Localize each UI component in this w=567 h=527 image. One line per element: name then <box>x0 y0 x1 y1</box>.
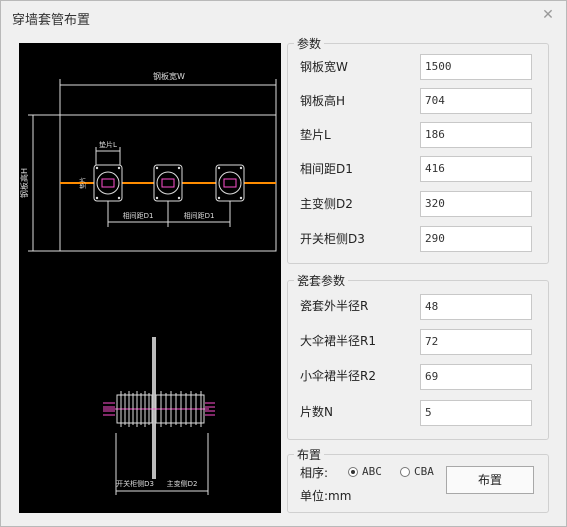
radio-cba[interactable]: CBA <box>400 465 434 478</box>
width-dim-label: 钢板宽W <box>153 71 185 81</box>
layout-legend: 布置 <box>294 446 325 463</box>
window-title: 穿墙套管布置 <box>12 13 91 28</box>
height-dim-label: 钢板高H <box>19 168 29 198</box>
phase-order-label: 相序: <box>300 466 329 480</box>
width-label: 钢板宽W <box>300 60 348 74</box>
layout-group: 布置 相序: ABC CBA 单位:mm 布置 <box>287 446 549 513</box>
phase-spacing-label: 相间距D1 <box>300 162 353 176</box>
radio-abc-label: ABC <box>362 465 382 478</box>
radio-abc[interactable]: ABC <box>348 465 382 478</box>
params-legend: 参数 <box>294 35 325 52</box>
shim-side-label: 垫片 <box>79 177 87 189</box>
switchgear-side-input[interactable]: 290 <box>420 226 532 252</box>
outer-radius-input[interactable]: 48 <box>420 294 532 320</box>
big-shed-radius-input[interactable]: 72 <box>420 329 532 355</box>
bushing-flange-a <box>93 164 123 202</box>
d3-dim-label: 开关柜侧D3 <box>116 479 154 488</box>
radio-cba-label: CBA <box>414 465 434 478</box>
transformer-side-input[interactable]: 320 <box>420 191 532 217</box>
porcelain-legend: 瓷套参数 <box>294 272 349 289</box>
d2-dim-label: 主变侧D2 <box>167 479 198 488</box>
radio-cba-dot[interactable] <box>400 466 410 477</box>
shed-count-input[interactable]: 5 <box>420 400 532 426</box>
big-shed-radius-label: 大伞裙半径R1 <box>300 334 376 348</box>
bushing-flange-b <box>153 164 183 202</box>
wall-plate <box>152 337 156 479</box>
bushing-side-view <box>103 391 215 427</box>
preview-canvas: 钢板宽W 钢板高H 垫片L 垫片 <box>19 43 281 513</box>
unit-label: 单位:mm <box>300 489 352 503</box>
params-group: 参数 钢板宽W 1500 钢板高H 704 垫片L 186 相间距D1 416 … <box>287 35 549 264</box>
height-input[interactable]: 704 <box>420 88 532 114</box>
transformer-side-label: 主变侧D2 <box>300 197 353 211</box>
width-input[interactable]: 1500 <box>420 54 532 80</box>
shed-count-label: 片数N <box>300 405 333 419</box>
bushing-flange-c <box>215 164 245 202</box>
d1-right-dim-label: 相间距D1 <box>184 211 215 220</box>
shim-dim-label: 垫片L <box>99 140 117 149</box>
small-shed-radius-input[interactable]: 69 <box>420 364 532 390</box>
radio-abc-dot[interactable] <box>348 466 358 477</box>
preview-drawing: 钢板宽W 钢板高H 垫片L 垫片 <box>19 71 277 495</box>
switchgear-side-label: 开关柜侧D3 <box>300 232 365 246</box>
porcelain-group: 瓷套参数 瓷套外半径R 48 大伞裙半径R1 72 小伞裙半径R2 69 片数N… <box>287 272 549 440</box>
outer-radius-label: 瓷套外半径R <box>300 299 369 313</box>
shim-input[interactable]: 186 <box>420 122 532 148</box>
phase-spacing-input[interactable]: 416 <box>420 156 532 182</box>
height-label: 钢板高H <box>300 94 346 108</box>
small-shed-radius-label: 小伞裙半径R2 <box>300 369 376 383</box>
arrange-button[interactable]: 布置 <box>446 466 534 494</box>
shim-label: 垫片L <box>300 128 331 142</box>
d1-left-dim-label: 相间距D1 <box>123 211 154 220</box>
title-bar: 穿墙套管布置 ✕ <box>1 1 566 33</box>
close-icon[interactable]: ✕ <box>542 7 554 23</box>
